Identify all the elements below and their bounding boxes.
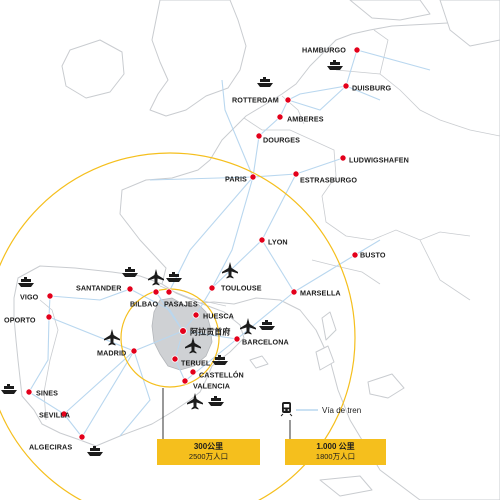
- cities: HAMBURGO DUISBURG ROTTERDAM AMBERES DOURGES L…: [4, 46, 409, 452]
- city-25-label: SEVILLA: [39, 411, 70, 420]
- city-21-label: TERUEL: [181, 359, 211, 368]
- city-6-label: PARIS: [225, 175, 247, 184]
- ship-icon: [18, 277, 34, 287]
- city-16-label: OPORTO: [4, 316, 36, 325]
- city-2-label: ROTTERDAM: [232, 96, 279, 105]
- population-1000km-label: 1800万人口: [315, 452, 356, 461]
- city-7-label: ESTRASBURGO: [300, 176, 357, 185]
- train-icon: [280, 402, 293, 417]
- radius-1000km-label: 1.000 公里: [316, 442, 355, 451]
- city-17-marker: [192, 311, 200, 319]
- city-11-label: MARSELLA: [300, 289, 341, 298]
- city-23-marker: [181, 377, 189, 385]
- city-10-marker: [208, 284, 216, 292]
- city-17-label: HUESCA: [203, 312, 234, 321]
- city-1-label: DUISBURG: [352, 84, 391, 93]
- legend: Vía de tren: [280, 402, 361, 417]
- city-24-marker: [25, 388, 33, 396]
- ship-icon: [259, 320, 275, 330]
- country-borders: [39, 29, 500, 421]
- city-7-marker: [292, 170, 300, 178]
- ship-icon: [208, 396, 224, 406]
- city-15-label: VIGO: [20, 293, 39, 302]
- city-6-marker: [249, 173, 257, 181]
- population-300km-label: 2500万人口: [188, 452, 229, 461]
- city-19-label: BARCELONA: [242, 338, 289, 347]
- city-23-label: VALENCIA: [193, 382, 230, 391]
- city-20-label: MADRID: [97, 349, 126, 358]
- ship-icon: [122, 267, 138, 277]
- ports: [1, 60, 343, 456]
- city-3-label: AMBERES: [287, 115, 324, 124]
- city-15-marker: [46, 292, 54, 300]
- plane-icon: [187, 393, 203, 410]
- city-3-marker: [276, 113, 284, 121]
- land: [13, 0, 500, 500]
- ship-icon: [257, 77, 273, 87]
- city-18-label: 阿拉贡首府: [190, 327, 231, 337]
- city-9-label: BUSTO: [360, 251, 386, 260]
- city-26-label: ALGECIRAS: [29, 443, 72, 452]
- ship-icon: [327, 60, 343, 70]
- city-13-marker: [152, 288, 160, 296]
- city-19-marker: [233, 335, 241, 343]
- city-11-marker: [290, 288, 298, 296]
- circle-1000km: [0, 152, 356, 500]
- city-1-marker: [342, 82, 350, 90]
- plane-icon: [222, 262, 238, 279]
- city-25-marker: [60, 410, 68, 418]
- city-2-marker: [284, 96, 292, 104]
- radius-1000km-box: 1.000 公里 1800万人口: [285, 439, 386, 465]
- city-9-marker: [351, 251, 359, 259]
- city-16-marker: [45, 313, 53, 321]
- city-5-marker: [339, 154, 347, 162]
- plane-icon: [240, 318, 256, 335]
- city-20-marker: [130, 347, 138, 355]
- city-21-marker: [171, 355, 179, 363]
- plane-icon: [148, 269, 164, 286]
- city-8-marker: [258, 236, 266, 244]
- city-22-label: CASTELLÓN: [199, 371, 244, 380]
- radius-300km-label: 300公里: [193, 442, 224, 451]
- city-22-marker: [189, 368, 197, 376]
- ship-icon: [212, 355, 228, 365]
- ship-icon: [1, 384, 17, 394]
- city-5-label: LUDWIGSHAFEN: [349, 156, 409, 165]
- city-26-marker: [78, 433, 86, 441]
- ship-icon: [87, 446, 103, 456]
- legend-rail-label: Vía de tren: [322, 406, 361, 415]
- city-8-label: LYON: [268, 238, 288, 247]
- city-12-label: SANTANDER: [76, 284, 122, 293]
- plane-icon: [104, 329, 120, 346]
- city-10-label: TOULOUSE: [221, 284, 262, 293]
- airports: [104, 262, 256, 410]
- city-24-label: SINES: [36, 389, 58, 398]
- city-14-label: PASAJES: [164, 300, 198, 309]
- city-4-label: DOURGES: [263, 136, 300, 145]
- radius-300km-box: 300公里 2500万人口: [157, 439, 260, 465]
- city-18-marker: [179, 327, 187, 335]
- ship-icon: [166, 272, 182, 282]
- city-0-label: HAMBURGO: [302, 46, 346, 55]
- plane-icon: [185, 337, 201, 354]
- city-0-marker: [353, 46, 361, 54]
- city-12-marker: [126, 285, 134, 293]
- city-14-marker: [165, 288, 173, 296]
- city-4-marker: [255, 132, 263, 140]
- city-13-label: BILBAO: [130, 300, 158, 309]
